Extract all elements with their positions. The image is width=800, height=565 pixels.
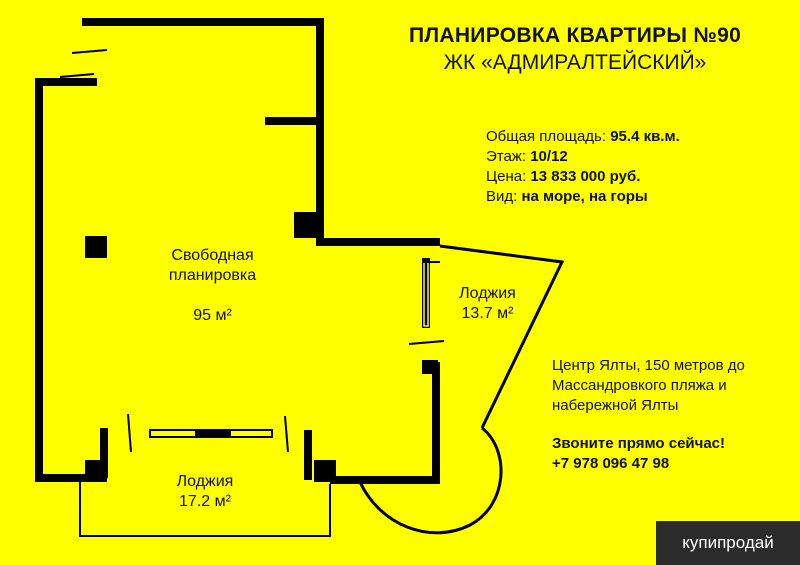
call-to-action: Звоните прямо сейчас! +7 978 096 47 98	[552, 434, 725, 474]
spec-value: 13 833 000 руб.	[530, 168, 641, 185]
location-line: Массандровкого пляжа и	[552, 377, 727, 394]
room-name: Свободная	[171, 247, 254, 264]
specs-block: Общая площадь: 95.4 кв.м. Этаж: 10/12 Це…	[486, 127, 680, 207]
room-name: Лоджия	[176, 473, 234, 490]
spec-label: Цена:	[486, 168, 531, 185]
location-line: Центр Ялты, 150 метров до	[552, 357, 745, 374]
spec-label: Этаж:	[486, 148, 531, 165]
plan-title: ПЛАНИРОВКА КВАРТИРЫ №90 ЖК «АДМИРАЛТЕЙСК…	[395, 24, 755, 75]
spec-label: Вид:	[486, 188, 522, 205]
phone-number[interactable]: +7 978 096 47 98	[552, 455, 670, 472]
room-label-main: Свободная планировка 95 м²	[140, 246, 285, 326]
location-text: Центр Ялты, 150 метров до Массандровкого…	[552, 356, 745, 416]
spec-row-area: Общая площадь: 95.4 кв.м.	[486, 127, 680, 147]
spec-value: 95.4 кв.м.	[610, 128, 680, 145]
title-complex: ЖК «АДМИРАЛТЕЙСКИЙ»	[443, 51, 707, 74]
wall-right-stub	[265, 117, 322, 125]
column	[85, 236, 107, 258]
room-area: 17.2 м²	[179, 493, 231, 510]
column	[294, 212, 320, 238]
room-name: планировка	[168, 267, 257, 284]
room-label-loggia-bottom: Лоджия 17.2 м²	[155, 472, 255, 512]
spec-row-floor: Этаж: 10/12	[486, 147, 680, 167]
spec-label: Общая площадь:	[486, 128, 611, 145]
room-area: 95 м²	[193, 307, 232, 324]
wall-top-left-stub	[35, 78, 97, 86]
brand-watermark[interactable]: купипродай	[656, 521, 800, 565]
room-name: Лоджия	[459, 285, 516, 302]
window-frame	[422, 258, 430, 328]
spec-row-price: Цена: 13 833 000 руб.	[486, 167, 680, 187]
wall-top	[82, 18, 322, 26]
cta-text: Звоните прямо сейчас!	[552, 435, 726, 452]
column	[422, 360, 438, 374]
wall-pilaster	[100, 428, 108, 478]
wall-bottom-right	[330, 476, 440, 484]
wall-step	[316, 238, 440, 246]
spec-value: 10/12	[530, 148, 568, 165]
room-area: 13.7 м²	[461, 305, 514, 322]
column	[314, 460, 336, 482]
room-label-loggia-right: Лоджия 13.7 м²	[440, 284, 535, 324]
spec-value: на море, на горы	[521, 188, 648, 205]
window-center-bar	[195, 430, 231, 437]
spec-row-view: Вид: на море, на горы	[486, 187, 680, 207]
title-apartment: ПЛАНИРОВКА КВАРТИРЫ №90	[408, 24, 742, 47]
wall-pilaster	[304, 430, 312, 480]
wall-inner-right	[432, 362, 440, 484]
wall-right-upper	[316, 18, 324, 246]
wall-bottom-left	[35, 474, 105, 482]
location-line: набережной Ялты	[552, 397, 679, 414]
wall-left	[35, 78, 43, 482]
